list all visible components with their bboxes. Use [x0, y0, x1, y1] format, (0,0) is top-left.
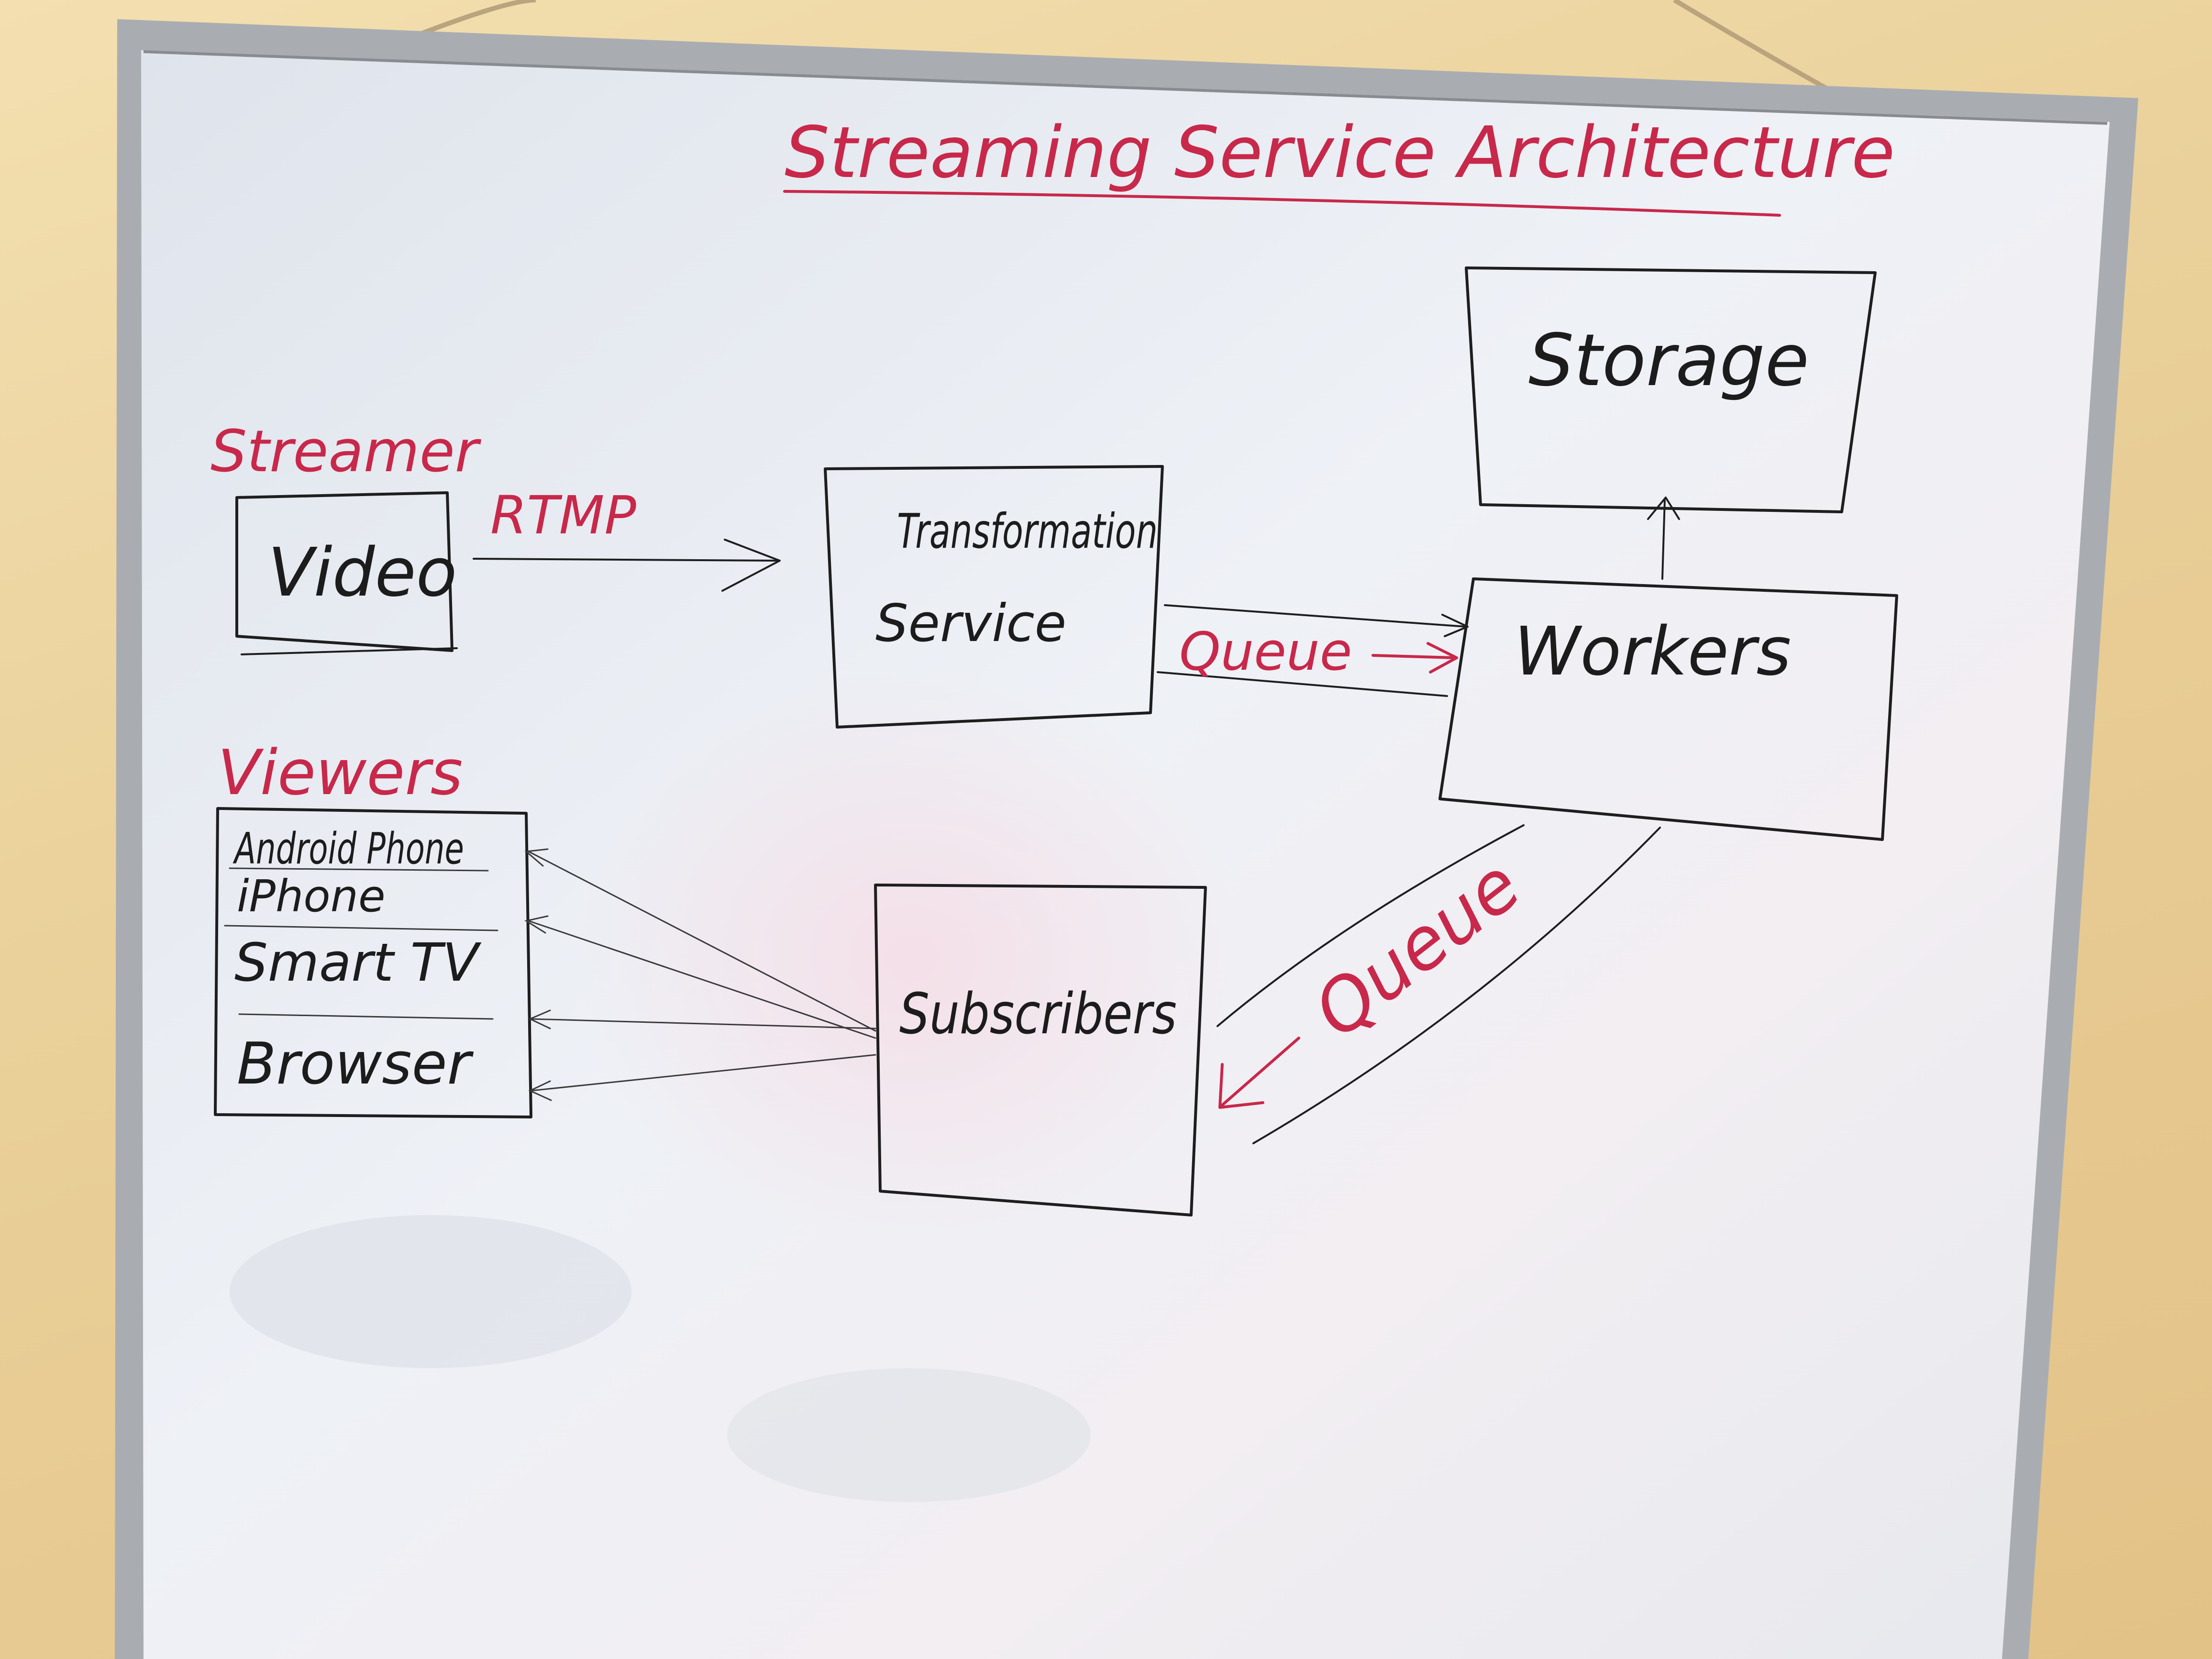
- title-underline: [783, 190, 1781, 217]
- storage-label: Storage: [1528, 319, 1809, 402]
- board-glare: [574, 670, 1244, 1244]
- viewers-divider-3: [238, 1013, 494, 1020]
- rtmp-label: RTMP: [490, 485, 637, 546]
- viewer-device-iphone: iPhone: [237, 871, 386, 922]
- queue-diagonal-arrow: [1218, 1037, 1300, 1109]
- workers-label: Workers: [1514, 613, 1791, 691]
- workers-to-storage-arrow: [1647, 497, 1680, 580]
- workers-box: [1438, 577, 1898, 841]
- queue-top-label: Queue: [1179, 621, 1352, 682]
- subscribers-box: [874, 884, 1207, 1217]
- board-smudge: [230, 1215, 631, 1368]
- transformation-service-box: [824, 465, 1164, 729]
- subscribers-to-iphone-arrow: [524, 915, 876, 1039]
- board-frame-top-edge: [143, 50, 2108, 125]
- viewers-divider-2: [224, 925, 498, 931]
- viewer-device-browser: Browser: [237, 1031, 474, 1097]
- queue-diagonal-band-upper: [1217, 824, 1525, 1027]
- subscribers-to-browser-arrow: [528, 1054, 876, 1101]
- board-smudge: [727, 1368, 1091, 1502]
- workers-to-transformation-line: [1157, 671, 1448, 697]
- queue-diagonal-band-lower: [1252, 827, 1661, 1144]
- viewers-box: [214, 807, 532, 1118]
- transformation-label-line2: Service: [875, 594, 1066, 653]
- viewers-label: Viewers: [218, 736, 463, 809]
- diagram-title: Streaming Service Architecture: [785, 111, 1895, 194]
- transformation-to-workers-arrow: [1164, 604, 1469, 637]
- streamer-label: Streamer: [210, 419, 482, 485]
- rtmp-arrow: [473, 539, 781, 592]
- video-box-underline: [241, 647, 458, 655]
- subscribers-to-smarttv-arrow: [528, 1009, 876, 1029]
- transformation-label-line1: Transformation: [897, 503, 1158, 559]
- storage-box: [1465, 266, 1877, 513]
- viewers-divider-1: [229, 867, 489, 872]
- video-box: [235, 491, 453, 652]
- subscribers-to-android-arrow: [524, 848, 876, 1032]
- viewer-device-android-phone: Android Phone: [232, 824, 464, 874]
- viewer-device-smart-tv: Smart TV: [234, 932, 482, 993]
- subscribers-label: Subscribers: [899, 981, 1177, 1047]
- queue-top-arrow: [1371, 642, 1458, 674]
- video-label: Video: [268, 534, 457, 612]
